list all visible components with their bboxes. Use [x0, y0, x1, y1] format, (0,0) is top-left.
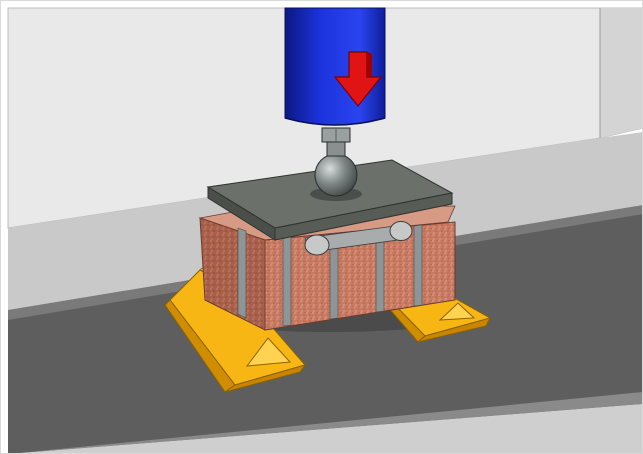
loading-test-illustration [0, 0, 643, 454]
